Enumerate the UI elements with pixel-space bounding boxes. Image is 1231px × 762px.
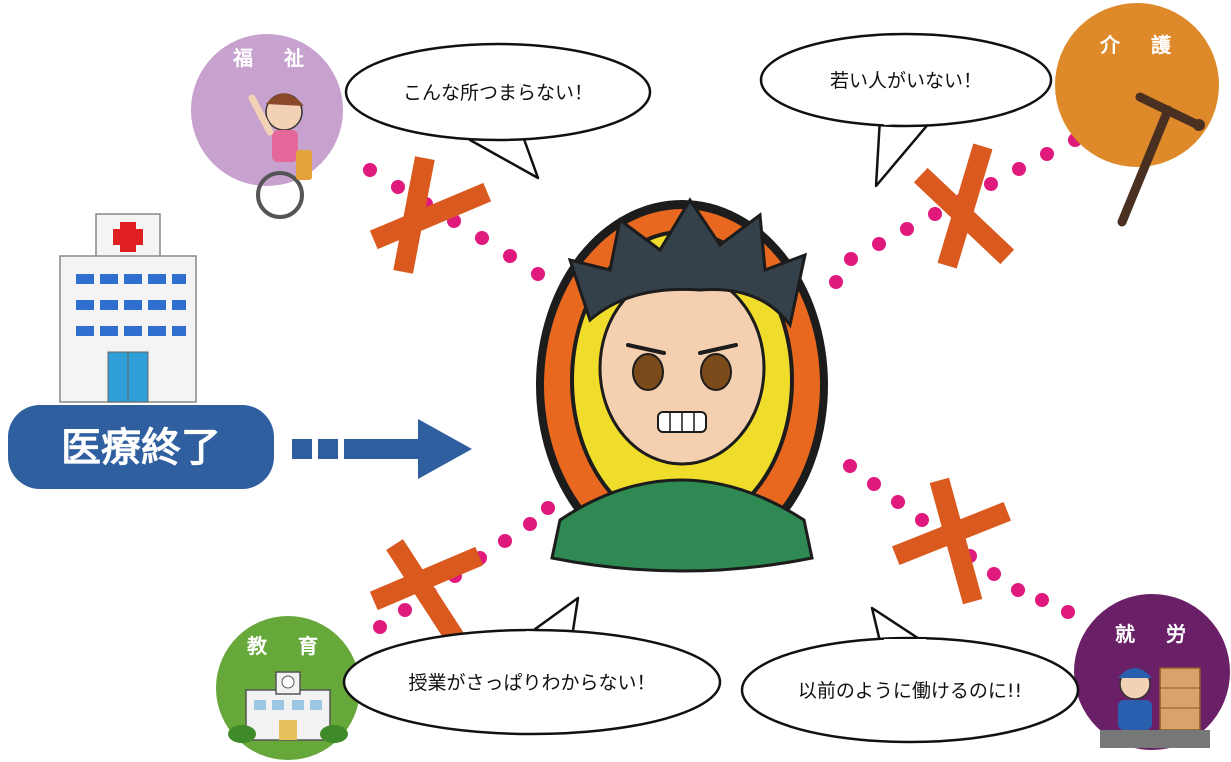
bubble-education: 授業がさっぱりわからない！ (342, 596, 722, 736)
employment-quote: 以前のように働けるのに!! (798, 680, 1022, 702)
worried-boy-portrait (536, 197, 828, 573)
cross-employment (892, 477, 1011, 605)
bubble-care: 若い人がいない！ (759, 32, 1053, 188)
category-welfare: 福 祉 (191, 34, 343, 219)
status-medical-end: 医療終了 (8, 405, 274, 489)
education-label: 教 育 (247, 634, 330, 658)
welfare-label: 福 祉 (232, 46, 316, 70)
hospital-icon (59, 213, 197, 403)
education-quote: 授業がさっぱりわからない！ (408, 672, 655, 694)
category-education: 教 育 (216, 616, 360, 760)
status-label: 医療終了 (61, 425, 221, 471)
category-employment: 就 労 (1074, 594, 1230, 750)
care-quote: 若い人がいない！ (830, 70, 982, 92)
cross-welfare (369, 156, 492, 274)
school-building-icon (228, 671, 348, 743)
employment-label: 就 労 (1115, 622, 1198, 646)
welfare-quote: こんな所つまらない！ (403, 82, 593, 104)
factory-worker-icon (1100, 667, 1210, 748)
care-label: 介 護 (1099, 33, 1183, 57)
cane-icon (1117, 92, 1205, 227)
connector-welfare (363, 163, 545, 281)
bubble-employment: 以前のように働けるのに!! (740, 606, 1080, 744)
cross-marks (369, 143, 1015, 644)
category-care: 介 護 (1055, 3, 1219, 227)
arrow-to-person (292, 419, 472, 479)
cross-education (369, 539, 484, 644)
bubble-welfare: こんな所つまらない！ (344, 42, 652, 180)
cross-care (913, 143, 1015, 269)
wheelchair-person-icon (248, 93, 312, 219)
